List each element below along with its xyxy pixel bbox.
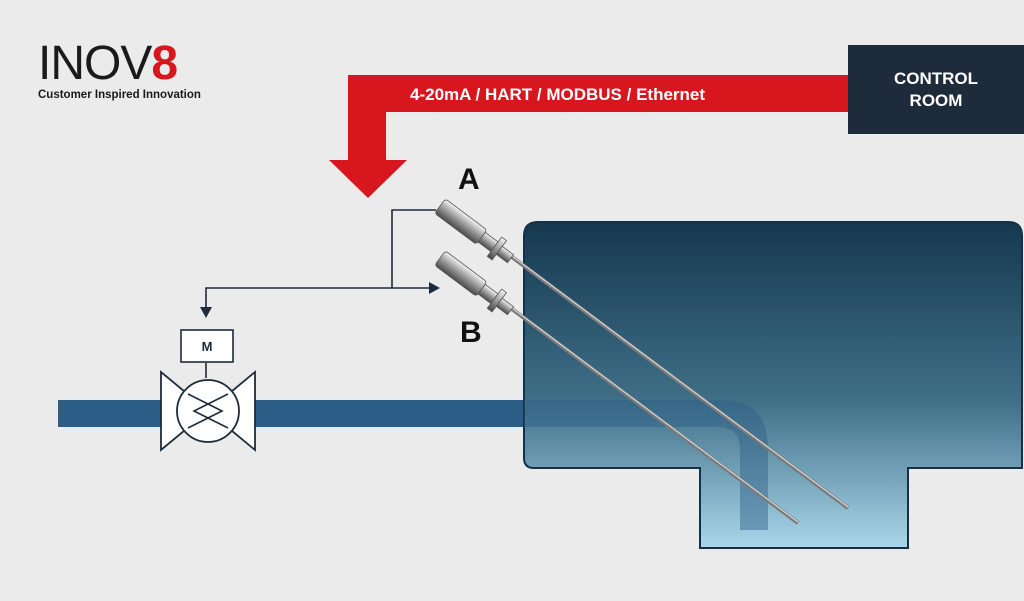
communication-arrow bbox=[329, 52, 895, 198]
communication-protocols-label: 4-20mA / HART / MODBUS / Ethernet bbox=[410, 85, 706, 104]
logo-tagline: Customer Inspired Innovation bbox=[38, 89, 201, 101]
control-room-box: CONTROL ROOM bbox=[848, 45, 1024, 134]
probe-b-label: B bbox=[460, 316, 482, 349]
logo-wordmark: INOV8 bbox=[38, 40, 238, 88]
probe-a bbox=[435, 199, 850, 510]
brand-logo: INOV8 Customer Inspired Innovation bbox=[38, 40, 238, 110]
actuator-label: M bbox=[201, 338, 213, 354]
logo-word-accent: 8 bbox=[151, 37, 178, 90]
signal-arrowhead-b bbox=[429, 282, 440, 294]
valve-chevron-left bbox=[192, 393, 229, 429]
signal-line-a bbox=[391, 209, 436, 288]
valve-disc bbox=[176, 379, 240, 443]
logo-word-main: INOV bbox=[38, 37, 152, 90]
probe-a-label: A bbox=[458, 163, 480, 196]
control-room-line2: ROOM bbox=[909, 90, 963, 110]
tank bbox=[523, 221, 1023, 549]
process-pipe bbox=[58, 400, 528, 427]
probe-b bbox=[435, 251, 800, 525]
tank-inlet-pipe bbox=[524, 400, 768, 530]
signal-arrowhead-valve bbox=[200, 307, 212, 318]
control-room-line1: CONTROL bbox=[893, 68, 979, 88]
actuator-box bbox=[180, 329, 234, 363]
valve-chevron-right bbox=[187, 393, 224, 429]
signal-line-to-valve bbox=[205, 287, 430, 308]
